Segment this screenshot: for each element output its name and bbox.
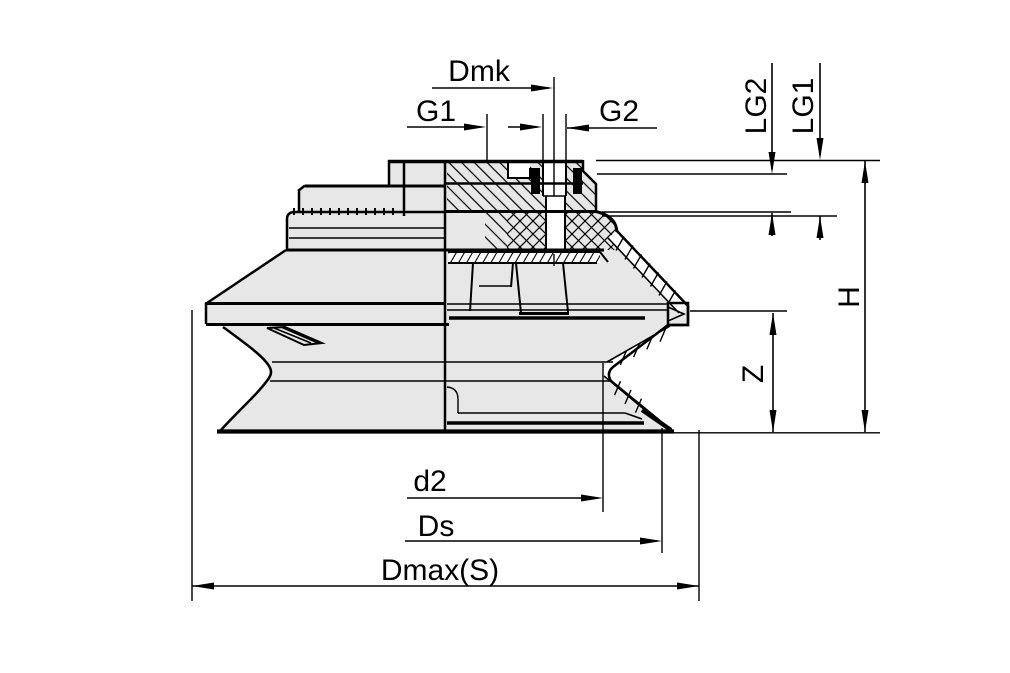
dim-lg2: LG2: [740, 63, 776, 236]
dim-dmax: Dmax(S): [192, 554, 699, 590]
insert-flange-hatch: [485, 212, 507, 250]
dim-g1: G1: [407, 95, 486, 131]
d2-label: d2: [413, 465, 446, 498]
dim-g2: G2: [508, 95, 657, 132]
lg2-label: LG2: [740, 78, 773, 135]
lg1-label: LG1: [787, 78, 820, 135]
dmk-label: Dmk: [448, 55, 511, 88]
dim-h: H: [833, 161, 869, 432]
vent-slot: [266, 325, 326, 347]
cup-outlines: [204, 159, 690, 434]
insert-plate-strip-hatch: [448, 252, 600, 263]
z-label: Z: [737, 365, 770, 383]
dim-ds: Ds: [405, 510, 662, 545]
g1-label: G1: [416, 95, 456, 128]
dim-z: Z: [737, 313, 777, 432]
thread-section-bar-right: [573, 168, 582, 194]
dim-lg1: LG1: [787, 63, 824, 240]
g2-label: G2: [599, 95, 639, 128]
ds-label: Ds: [418, 510, 455, 543]
thread-section-bar-left: [531, 168, 540, 194]
dmax-label: Dmax(S): [381, 554, 499, 587]
port-channel-void: [546, 196, 565, 253]
dimensions: Dmk G1 G2 LG2 LG1: [191, 55, 880, 601]
dim-d2: d2: [407, 465, 603, 502]
dim-dmk: Dmk: [432, 55, 553, 92]
plate-tip: [666, 301, 690, 327]
counterbore-void: [508, 160, 530, 178]
h-label: H: [833, 286, 866, 308]
